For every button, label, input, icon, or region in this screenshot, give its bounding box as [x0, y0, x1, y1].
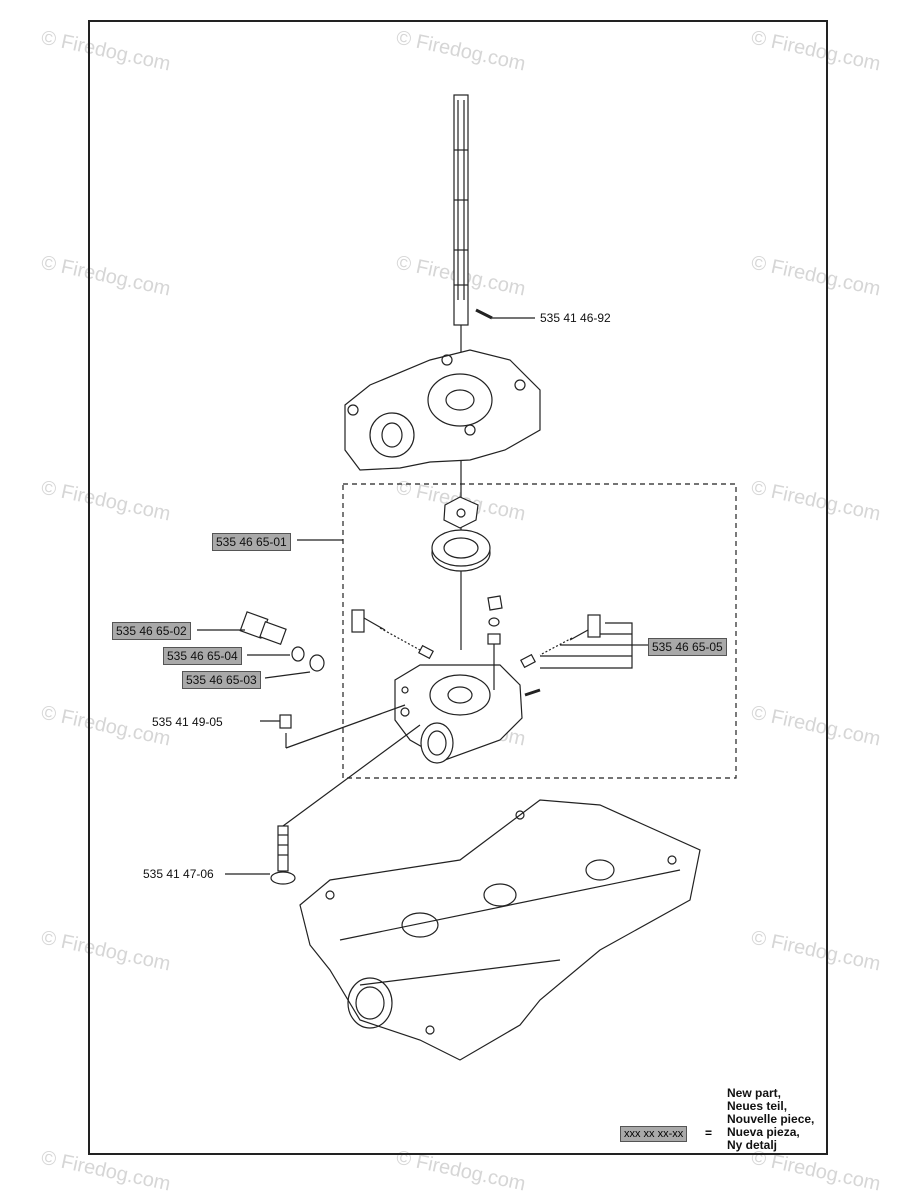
pin-drawing — [475, 308, 535, 320]
left-relief-valve-drawing — [351, 609, 434, 660]
new-part-legend: New part, Neues teil, Nouvelle piece, Nu… — [727, 1087, 814, 1152]
part-label: 535 46 65-04 — [163, 647, 242, 665]
legend-line: Nueva pieza, — [727, 1125, 800, 1139]
part-label: 535 41 49-05 — [152, 715, 223, 729]
legend-line: Ny detalj — [727, 1138, 778, 1152]
leader-lines — [197, 539, 648, 875]
pump-shaft-drawing — [453, 94, 469, 650]
part-label: 535 46 65-01 — [212, 533, 291, 551]
part-label: 535 41 46-92 — [540, 311, 611, 325]
upper-pump-housing-drawing — [344, 349, 541, 471]
transmission-case-drawing — [299, 799, 701, 1061]
legend-key-swatch: xxx xx xx-xx — [620, 1126, 688, 1142]
fitting-drawing — [239, 611, 325, 672]
kit-boundary — [342, 483, 737, 779]
diagram-frame — [88, 20, 828, 1155]
lower-pump-body-drawing — [394, 664, 541, 764]
clip-spring-drawing — [487, 595, 503, 690]
part-label: 535 46 65-03 — [182, 671, 261, 689]
bolt-drawing — [270, 724, 421, 885]
legend-line: New part, — [727, 1086, 782, 1100]
part-label: 535 46 65-05 — [648, 638, 727, 656]
legend-line: Neues teil, — [727, 1099, 788, 1113]
part-label: 535 46 65-02 — [112, 622, 191, 640]
legend-line: Nouvelle piece, — [727, 1112, 815, 1126]
inner-rotor-drawing — [443, 496, 479, 529]
dowel-drawing — [279, 714, 292, 729]
part-label: 535 41 47-06 — [143, 867, 214, 881]
legend-equals: = — [705, 1126, 713, 1140]
right-relief-valve-drawing — [520, 614, 601, 669]
outer-rotor-drawing — [431, 529, 491, 572]
